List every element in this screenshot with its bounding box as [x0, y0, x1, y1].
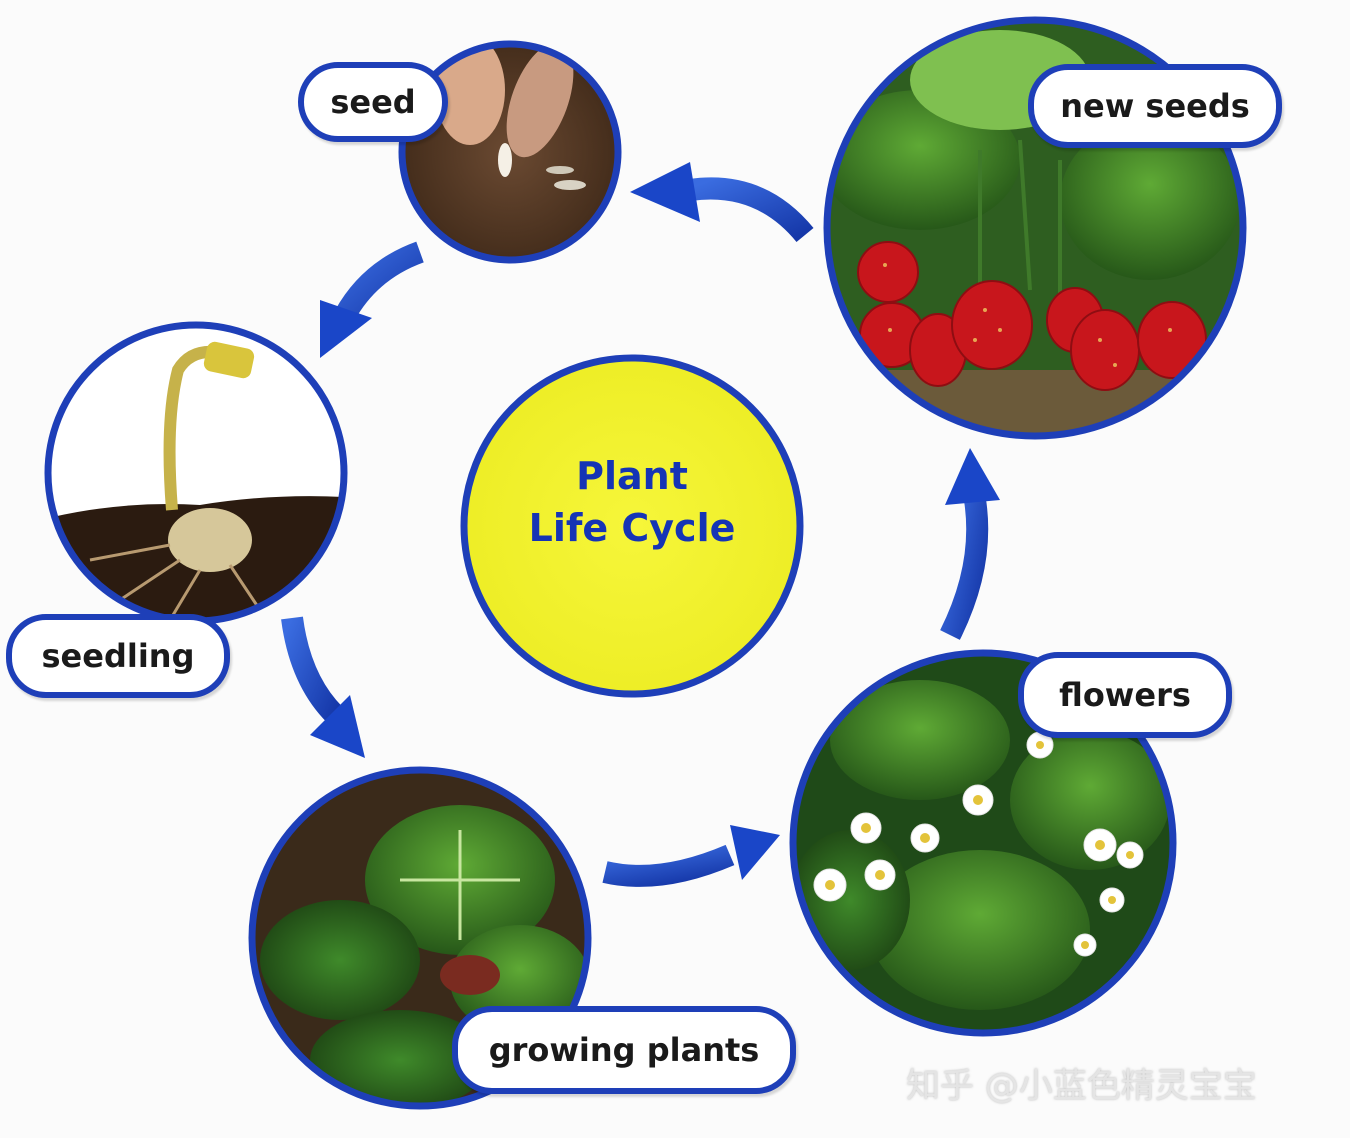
center-title: Plant Life Cycle [462, 450, 802, 554]
label-seed: seed [298, 62, 448, 142]
arrow-flowers-to-new-seeds [940, 448, 1000, 640]
arrow-seed-to-seedling [320, 241, 424, 358]
new-seeds-photo [827, 20, 1243, 436]
label-growing-plants: growing plants [452, 1006, 796, 1094]
arrow-growing-to-flowers [602, 825, 780, 887]
center-title-line2: Life Cycle [528, 506, 736, 550]
label-new-seeds: new seeds [1028, 64, 1282, 148]
center-circle [460, 354, 804, 698]
label-seedling: seedling [6, 614, 230, 698]
label-flowers: flowers [1018, 652, 1232, 738]
arrow-seedling-to-growing [281, 616, 365, 758]
center-title-line1: Plant [576, 454, 688, 498]
arrow-new-seeds-to-seed [630, 162, 814, 243]
watermark-text: 知乎 @小蓝色精灵宝宝 [906, 1066, 1257, 1106]
flowers-photo [793, 653, 1173, 1033]
